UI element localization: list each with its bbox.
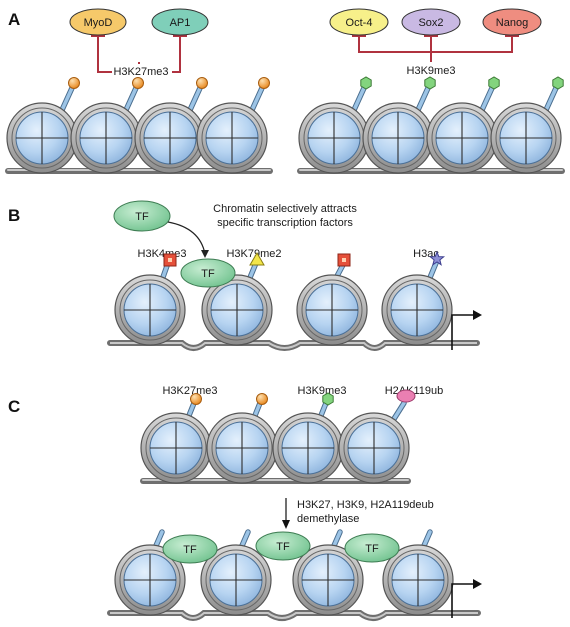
nucleosome-array-a-right: [297, 76, 565, 174]
methyl-mark-ball: [256, 393, 268, 405]
nucleosome-c-bot-3: [382, 544, 454, 616]
nucleosome-a-left-3: [196, 102, 268, 174]
nucleosome-b-1: [201, 274, 273, 346]
tf-bound-label: TF: [201, 268, 215, 280]
tf-open-1: [162, 534, 218, 564]
nucleosome-c-top-2: [272, 412, 344, 484]
nucleosome-c-bot-2: [292, 544, 364, 616]
nanog-factor: [482, 8, 542, 36]
acetyl-mark-star: [428, 250, 446, 266]
h3k9me3-label-c: H3K9me3: [298, 385, 347, 397]
arrow-label-line2: demethylase: [297, 513, 359, 525]
recruit-arrow: [167, 221, 206, 255]
tss-arrow-c: [451, 579, 482, 618]
methyl-mark-hexagon: [360, 76, 372, 90]
recruit-arrowhead: [201, 250, 209, 258]
tf-open-1-label: TF: [183, 544, 197, 556]
arrow-label-line1: H3K27, H3K9, H2A119deub: [297, 499, 434, 511]
tf-open-2-label: TF: [276, 541, 290, 553]
nucleosome-array-c-top: [140, 389, 416, 484]
h3k27me3-label-a: H3K27me3: [113, 66, 168, 78]
h3k9me3-label-a: H3K9me3: [407, 65, 456, 77]
h3k27me3-label-c: H3K27me3: [162, 385, 217, 397]
panel-b: B TF Chromatin selectively attracts spec…: [8, 200, 482, 351]
panel-a: A MyoD AP1 H3K27me3 Oct-4 Sox2 Nanog H3K: [5, 8, 565, 174]
methyl-mark-hexagon: [424, 76, 436, 90]
nucleosome-b-2: [296, 274, 368, 346]
nucleosome-a-left-2: [134, 102, 206, 174]
nucleosome-a-right-2: [426, 102, 498, 174]
nucleosome-a-right-0: [298, 102, 370, 174]
methyl-mark-ball: [258, 77, 270, 89]
tf-free-label: TF: [135, 211, 149, 223]
panel-c: C H3K27me3 H3K9me3 H2AK119ub H3K27, H3K9…: [8, 385, 482, 621]
tf-free: [113, 200, 171, 232]
tf-bound: [180, 258, 236, 288]
nucleosome-c-top-1: [206, 412, 278, 484]
nucleosome-a-right-1: [362, 102, 434, 174]
tss-arrow-b: [451, 310, 482, 350]
methyl-mark-ball: [68, 77, 80, 89]
nucleosome-c-bot-0: [114, 544, 186, 616]
methyl-mark-hexagon: [488, 76, 500, 90]
nucleosome-b-3: [381, 274, 453, 346]
nucleosome-a-right-3: [490, 102, 562, 174]
oct4-factor: [329, 8, 389, 36]
tf-open-3: [344, 533, 400, 563]
nanog-label: Nanog: [496, 17, 528, 29]
nucleosome-a-left-1: [70, 102, 142, 174]
panel-b-letter: B: [8, 206, 20, 225]
nucleosome-a-left-0: [6, 102, 78, 174]
demethylase-arrowhead: [282, 520, 290, 529]
panel-a-letter: A: [8, 10, 20, 29]
note-line-2: specific transcription factors: [217, 217, 353, 229]
tf-open-2: [255, 531, 311, 561]
myod-factor: [69, 8, 127, 36]
nucleosome-array-b: [107, 250, 480, 351]
methyl-mark-ball: [196, 77, 208, 89]
h3k79me2-label: H3K79me2: [226, 248, 281, 260]
nucleosome-array-c-bottom: [107, 529, 481, 621]
myod-label: MyoD: [84, 17, 113, 29]
h3k4me3-label: H3K4me3: [138, 248, 187, 260]
nucleosome-c-top-0: [140, 412, 212, 484]
methyl-mark-hexagon: [322, 392, 334, 406]
sox2-factor: [401, 8, 461, 36]
methyl-mark-triangle: [249, 252, 265, 266]
methyl-mark-ball: [190, 393, 202, 405]
panel-c-letter: C: [8, 397, 20, 416]
sox2-label: Sox2: [418, 17, 443, 29]
nucleosome-b-0: [114, 274, 186, 346]
tf-open-3-label: TF: [365, 543, 379, 555]
inhibition-right: [352, 35, 519, 62]
methyl-mark-hexagon: [552, 76, 564, 90]
note-line-1: Chromatin selectively attracts: [213, 203, 357, 215]
nucleosome-array-a-left: [5, 77, 273, 174]
nucleosome-c-top-3: [338, 412, 410, 484]
methyl-mark-ball: [132, 77, 144, 89]
ap1-label: AP1: [170, 17, 191, 29]
ap1-factor: [151, 8, 209, 36]
nucleosome-c-bot-1: [200, 544, 272, 616]
ubiquitin-mark: [396, 389, 416, 403]
oct4-label: Oct-4: [346, 17, 373, 29]
